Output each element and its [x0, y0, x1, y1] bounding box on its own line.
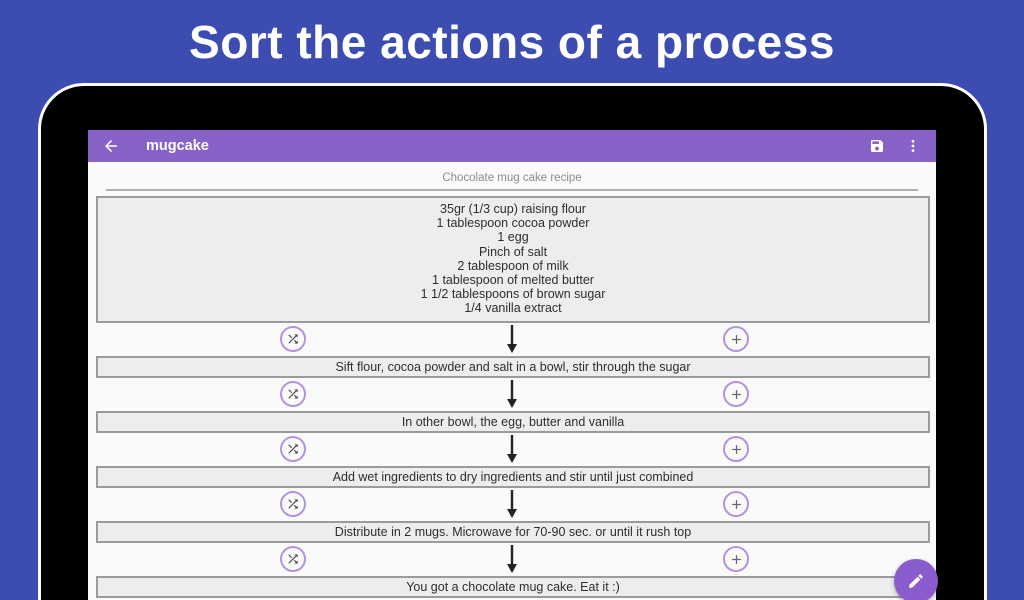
edit-fab-button[interactable] [894, 559, 938, 600]
app-screen: mugcake Chocolate mug cake recipe 35gr (… [88, 130, 936, 600]
add-step-button[interactable] [723, 381, 749, 408]
back-arrow-icon [105, 140, 117, 152]
connector-row [88, 433, 936, 466]
down-arrow-icon [507, 379, 517, 408]
add-step-button[interactable] [723, 546, 749, 573]
banner-title: Sort the actions of a process [189, 15, 835, 68]
add-step-button[interactable] [723, 491, 749, 518]
shuffle-icon [288, 389, 298, 399]
overflow-menu-button[interactable] [903, 136, 923, 156]
swap-steps-button[interactable] [280, 546, 306, 573]
connector-row [88, 323, 936, 356]
ingredient-line: 1 tablespoon of melted butter [432, 273, 594, 288]
more-vertical-icon [911, 139, 915, 153]
connector-row [88, 488, 936, 521]
shuffle-icon [288, 554, 298, 564]
swap-steps-button[interactable] [280, 491, 306, 518]
down-arrow-icon [507, 489, 517, 518]
plus-icon [731, 389, 741, 399]
down-arrow-icon [507, 434, 517, 463]
connector-row [88, 378, 936, 411]
add-step-button[interactable] [723, 326, 749, 353]
swap-steps-button[interactable] [280, 326, 306, 353]
process-name-text: Chocolate mug cake recipe [442, 172, 582, 184]
ingredient-line: 1/4 vanilla extract [464, 301, 562, 316]
shuffle-icon [288, 499, 298, 509]
ingredients-block[interactable]: 35gr (1/3 cup) raising flour 1 tablespoo… [96, 196, 930, 323]
ingredient-line: 1 1/2 tablespoons of brown sugar [420, 287, 606, 302]
down-arrow-icon [507, 324, 517, 353]
ingredient-line: Pinch of salt [478, 244, 548, 259]
connector-row [88, 543, 936, 576]
ingredient-line: 1 egg [497, 230, 529, 245]
step-item[interactable]: Distribute in 2 mugs. Microwave for 70-9… [96, 520, 930, 543]
plus-icon [731, 334, 741, 344]
plus-icon [731, 554, 741, 564]
shuffle-icon [288, 334, 298, 344]
ingredient-line: 35gr (1/3 cup) raising flour [440, 202, 586, 216]
edit-pencil-icon [909, 574, 923, 588]
toolbar-title: mugcake [146, 138, 209, 154]
shuffle-icon [288, 444, 298, 454]
swap-steps-button[interactable] [280, 436, 306, 463]
step-item[interactable]: You got a chocolate mug cake. Eat it :) [96, 575, 930, 598]
step-item[interactable]: In other bowl, the egg, butter and vanil… [96, 410, 930, 433]
toolbar-actions [867, 136, 923, 156]
banner: Sort the actions of a process [0, 0, 1024, 83]
back-button[interactable] [101, 136, 121, 156]
swap-steps-button[interactable] [280, 381, 306, 408]
ingredient-line: 2 tablespoon of milk [457, 258, 569, 273]
toolbar: mugcake [88, 130, 936, 162]
save-floppy-icon [871, 140, 883, 152]
step-item[interactable]: Add wet ingredients to dry ingredients a… [96, 465, 930, 488]
plus-icon [731, 444, 741, 454]
process-editor: Chocolate mug cake recipe 35gr (1/3 cup)… [88, 162, 936, 598]
step-item[interactable]: Sift flour, cocoa powder and salt in a b… [96, 355, 930, 378]
plus-icon [731, 499, 741, 509]
process-name-field[interactable]: Chocolate mug cake recipe [106, 162, 918, 191]
save-button[interactable] [867, 136, 887, 156]
ingredient-line: 1 tablespoon cocoa powder [436, 216, 590, 231]
add-step-button[interactable] [723, 436, 749, 463]
down-arrow-icon [507, 544, 517, 573]
